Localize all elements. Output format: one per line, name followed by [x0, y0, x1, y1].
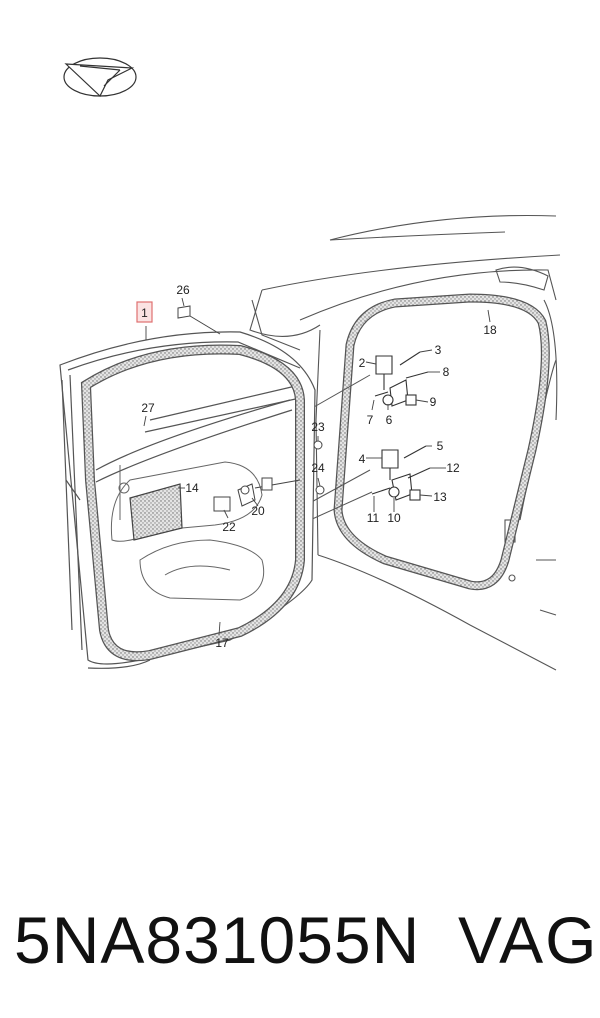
callout-3[interactable]: 3: [435, 343, 442, 357]
callout-6[interactable]: 6: [386, 413, 393, 427]
callout-24[interactable]: 24: [311, 461, 325, 475]
part-footer: 5NA831055N VAG: [0, 890, 600, 990]
callout-2[interactable]: 2: [359, 356, 366, 370]
part-number: 5NA831055N: [14, 903, 421, 977]
callout-23[interactable]: 23: [311, 420, 325, 434]
callout-17[interactable]: 17: [215, 636, 229, 650]
callout-4[interactable]: 4: [359, 452, 366, 466]
callout-1[interactable]: 1: [141, 306, 148, 320]
callout-10[interactable]: 10: [387, 511, 401, 525]
lower-hinge-assembly: [371, 445, 431, 501]
callout-12[interactable]: 12: [446, 461, 460, 475]
door-shell: [59, 331, 316, 669]
callout-13[interactable]: 13: [433, 490, 447, 504]
direction-arrow-icon: [63, 57, 137, 97]
callout-7[interactable]: 7: [367, 413, 374, 427]
callout-11[interactable]: 11: [367, 511, 380, 525]
upper-hinge-assembly: [374, 351, 429, 407]
callout-26[interactable]: 26: [176, 283, 190, 297]
callout-18[interactable]: 18: [483, 323, 497, 337]
callout-22[interactable]: 22: [222, 520, 236, 534]
label-plate-part: [177, 305, 191, 319]
callout-labels: 1 2 3 4 5 6 7 8 9 10 11 12 13 14 17 18 2…: [136, 283, 497, 650]
sound-pad-part: [129, 483, 183, 541]
brand-name: VAG: [458, 903, 599, 977]
callout-20[interactable]: 20: [251, 504, 265, 518]
callout-leaders: [143, 297, 491, 636]
callout-5[interactable]: 5: [437, 439, 444, 453]
callout-9[interactable]: 9: [430, 395, 437, 409]
callout-14[interactable]: 14: [185, 481, 199, 495]
door-edge-bolts: [313, 440, 325, 495]
callout-1-highlight: [136, 301, 153, 323]
callout-27[interactable]: 27: [141, 401, 155, 415]
callout-8[interactable]: 8: [443, 365, 450, 379]
door-check-parts: [213, 477, 301, 512]
